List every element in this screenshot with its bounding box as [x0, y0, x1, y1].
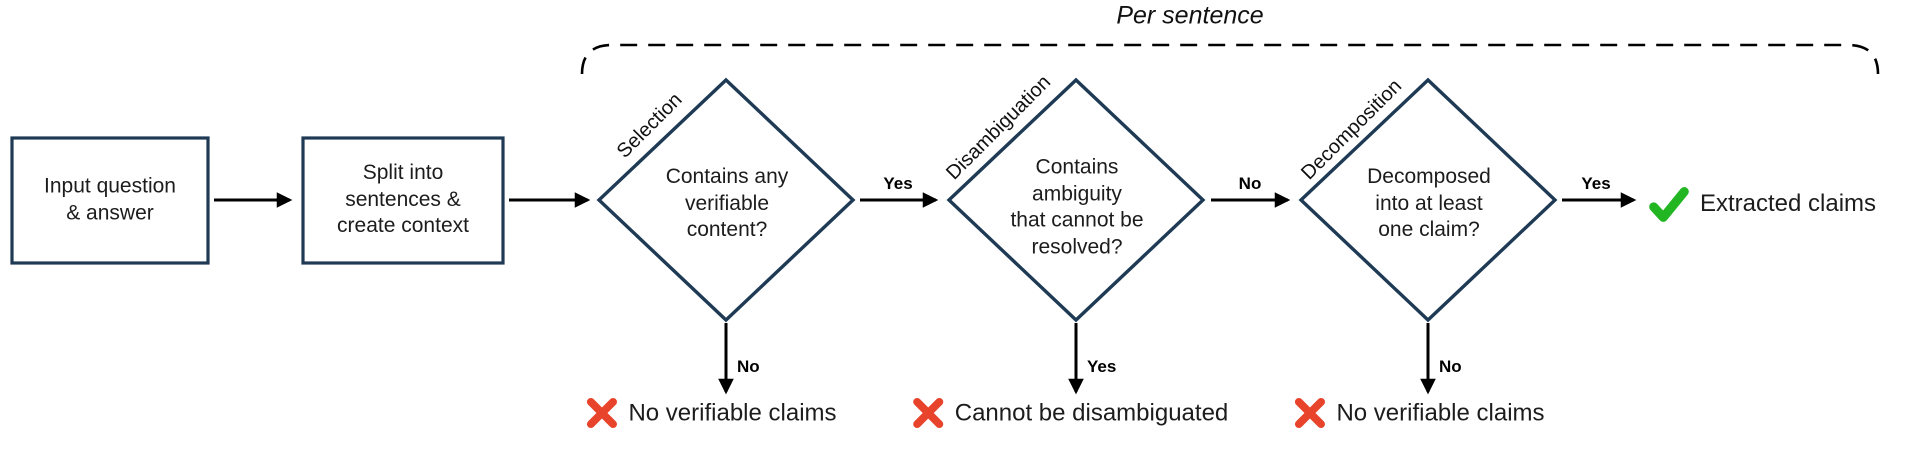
input-box-label: Input question & answer [44, 174, 176, 224]
x-icon [586, 397, 617, 429]
disambiguation-no-label: No [1238, 174, 1262, 193]
selection-question: Contains any verifiable content? [665, 165, 789, 242]
output-no-verifiable-claims-1: No verifiable claims [583, 395, 837, 432]
per-sentence-label: Per sentence [1116, 1, 1264, 30]
x-icon [913, 397, 944, 429]
decomposition-no-label: No [1439, 357, 1462, 376]
output-label: No verifiable claims [1336, 399, 1545, 426]
input-box [10, 136, 210, 265]
selection-diamond [596, 77, 856, 323]
decomposition-yes-label: Yes [1581, 174, 1611, 193]
split-box [301, 136, 505, 265]
per-sentence-bracket [580, 43, 1880, 75]
disambiguation-yes-label: Yes [1087, 357, 1117, 376]
output-label: Extracted claims [1700, 190, 1877, 217]
disambiguation-diamond [946, 77, 1206, 323]
check-icon [1649, 187, 1689, 222]
x-icon [1294, 397, 1325, 429]
decomposition-question: Decomposed into at least one claim? [1367, 165, 1491, 242]
output-no-verifiable-claims-2: No verifiable claims [1291, 395, 1545, 432]
disambiguation-question: Contains ambiguity that cannot be resolv… [1010, 155, 1144, 259]
output-extracted-claims: Extracted claims [1648, 184, 1876, 224]
split-box-label: Split into sentences & create context [337, 161, 469, 238]
output-cannot-be-disambiguated: Cannot be disambiguated [910, 395, 1229, 432]
decomposition-diamond [1298, 77, 1558, 323]
selection-no-label: No [737, 357, 760, 376]
output-label: No verifiable claims [628, 399, 837, 426]
selection-yes-label: Yes [883, 174, 913, 193]
output-label: Cannot be disambiguated [954, 399, 1229, 426]
